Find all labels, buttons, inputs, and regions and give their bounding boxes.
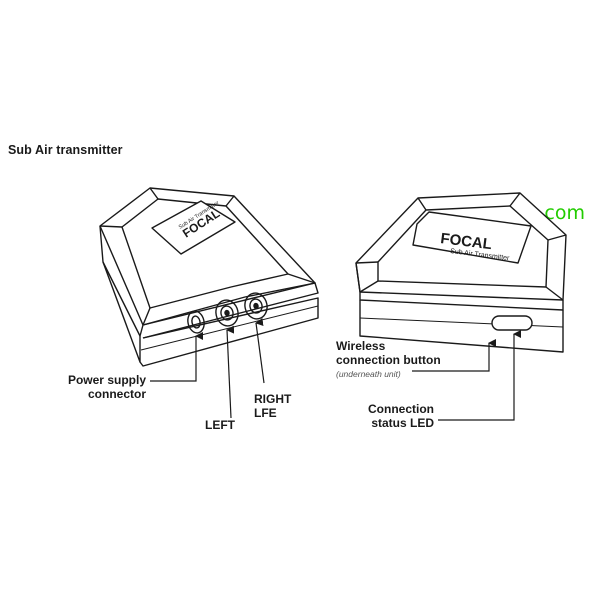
callout-wireless-note: (underneath unit): [336, 369, 401, 379]
led-leader: [438, 330, 521, 421]
callout-left-text: LEFT: [205, 418, 235, 432]
right-lfe-leader: [255, 318, 265, 384]
callout-wireless-line2: connection button: [336, 353, 441, 367]
callout-power-line1: Power supply: [67, 373, 146, 387]
callout-wireless-button: Wireless connection button (underneath u…: [336, 339, 441, 381]
right-device-label-plate: [412, 211, 532, 264]
callout-status-led: Connection status LED: [336, 402, 434, 430]
left-leader: [226, 325, 235, 419]
callout-led-line1: Connection: [368, 402, 434, 416]
right-device: [355, 192, 567, 353]
power-leader: [150, 332, 203, 382]
left-device: [99, 187, 319, 367]
callout-right-line2: LFE: [254, 406, 277, 420]
connection-status-led: [491, 315, 533, 331]
callout-power-supply: Power supply connector: [22, 373, 146, 401]
callout-wireless-line1: Wireless: [336, 339, 386, 353]
leader-lines: [150, 318, 521, 421]
right-device-brand: FOCAL: [440, 230, 493, 253]
callout-led-line2: status LED: [371, 416, 434, 430]
callout-right-lfe: RIGHT LFE: [254, 392, 291, 420]
callout-right-line1: RIGHT: [254, 392, 292, 406]
callout-power-line2: connector: [87, 387, 146, 401]
wireless-leader: [412, 339, 496, 372]
diagram-title: Sub Air transmitter: [8, 143, 123, 157]
callout-left: LEFT: [205, 418, 235, 432]
left-device-label-plate: [151, 200, 236, 255]
